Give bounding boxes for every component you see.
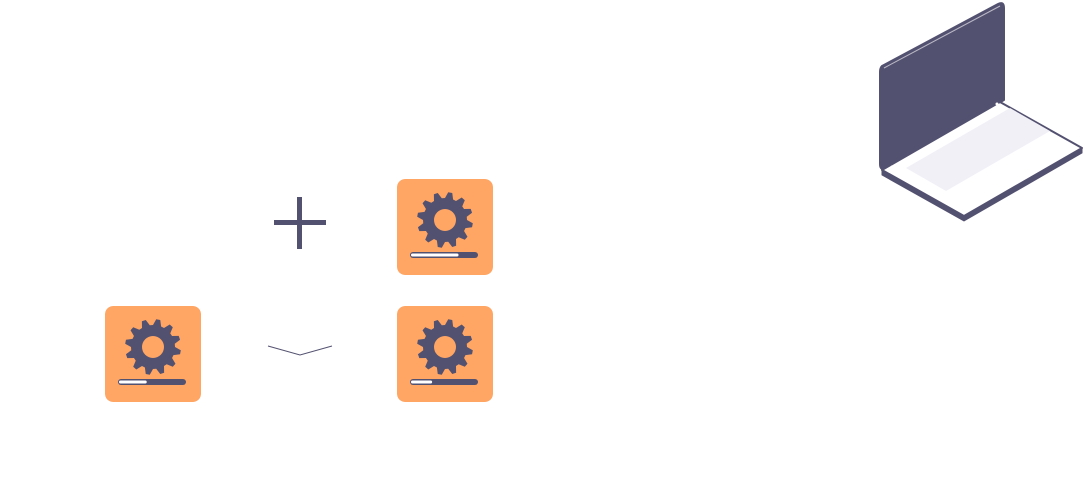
gear-tile-top-right [397,179,493,275]
progress-fill [411,253,459,257]
gear-hole [434,336,456,358]
progress-fill [119,380,147,384]
laptop-icon [879,2,1083,222]
progress-fill [411,380,433,384]
gear-tile-bottom-left [105,306,201,402]
gear-tile-bottom-right [397,306,493,402]
gear-hole [142,336,164,358]
plus-icon [274,197,326,249]
chevron-down-icon [267,345,333,356]
gear-hole [434,209,456,231]
